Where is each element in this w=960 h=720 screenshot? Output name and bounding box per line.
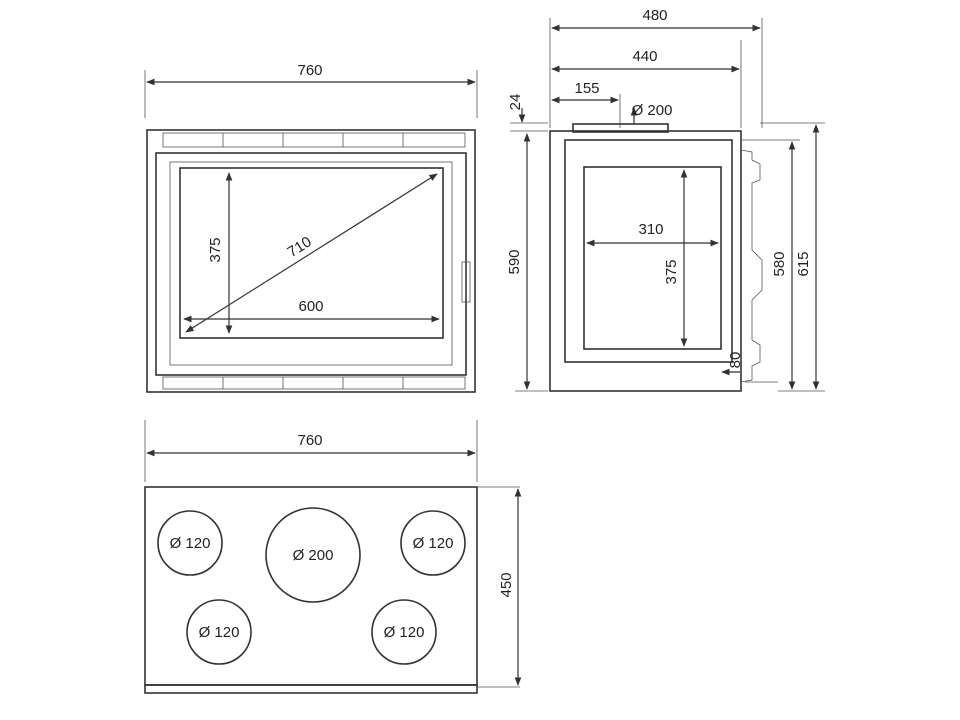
front-glass-width-label: 600 [298,298,323,315]
side-view: 480 440 155 Ø 200 24 310 375 80 590 [506,7,825,392]
side-flue-offset-label: 155 [574,80,599,97]
outlet-circle-rear-left [186,599,252,665]
outlet-circle-front-left [157,510,223,576]
front-glass-diagonal-dimension [185,173,438,333]
side-depth-body-label: 440 [632,48,657,65]
front-door-handle [461,261,471,303]
front-view: 760 375 710 600 [144,62,478,393]
side-height-label: 590 [506,249,523,274]
outlet-circle-center [265,507,361,603]
side-glass [583,166,722,350]
side-inner-frame [564,139,733,363]
side-total-height-label: 615 [795,251,812,276]
side-flue-collar [572,123,669,133]
side-bottom-offset-label: 80 [727,352,744,369]
side-top-offset-label: 24 [507,94,524,111]
front-body-outline [146,129,476,393]
outlet-label: Ø 200 [293,547,334,564]
top-front-edge [144,684,478,694]
front-door-inner-frame [169,161,453,366]
top-width-label: 760 [297,432,322,449]
outlet-circle-front-right [400,510,466,576]
front-glass [179,167,444,339]
side-glass-height-label: 375 [663,259,680,284]
front-width-label: 760 [297,62,322,79]
side-body-outline [549,130,742,392]
front-glass-diagonal-label: 710 [284,233,314,261]
side-door-hinge [740,149,763,383]
top-depth-label: 450 [498,572,515,597]
front-bottom-grille [162,376,466,390]
front-door-frame [155,152,467,376]
outlet-label: Ø 120 [170,535,211,552]
side-glass-width-label: 310 [638,221,663,238]
side-door-height-label: 580 [771,251,788,276]
outlet-circle-rear-right [371,599,437,665]
outlet-label: Ø 120 [384,624,425,641]
side-flue-diameter-label: Ø 200 [632,102,673,119]
outlet-label: Ø 120 [413,535,454,552]
outlet-label: Ø 120 [199,624,240,641]
top-view: 760 450 Ø 120 Ø 200 Ø 120 Ø 120 Ø 120 [144,420,522,694]
top-body-outline [144,486,478,686]
front-glass-height-label: 375 [207,237,224,262]
front-top-grille [162,132,466,148]
side-depth-total-label: 480 [642,7,667,24]
